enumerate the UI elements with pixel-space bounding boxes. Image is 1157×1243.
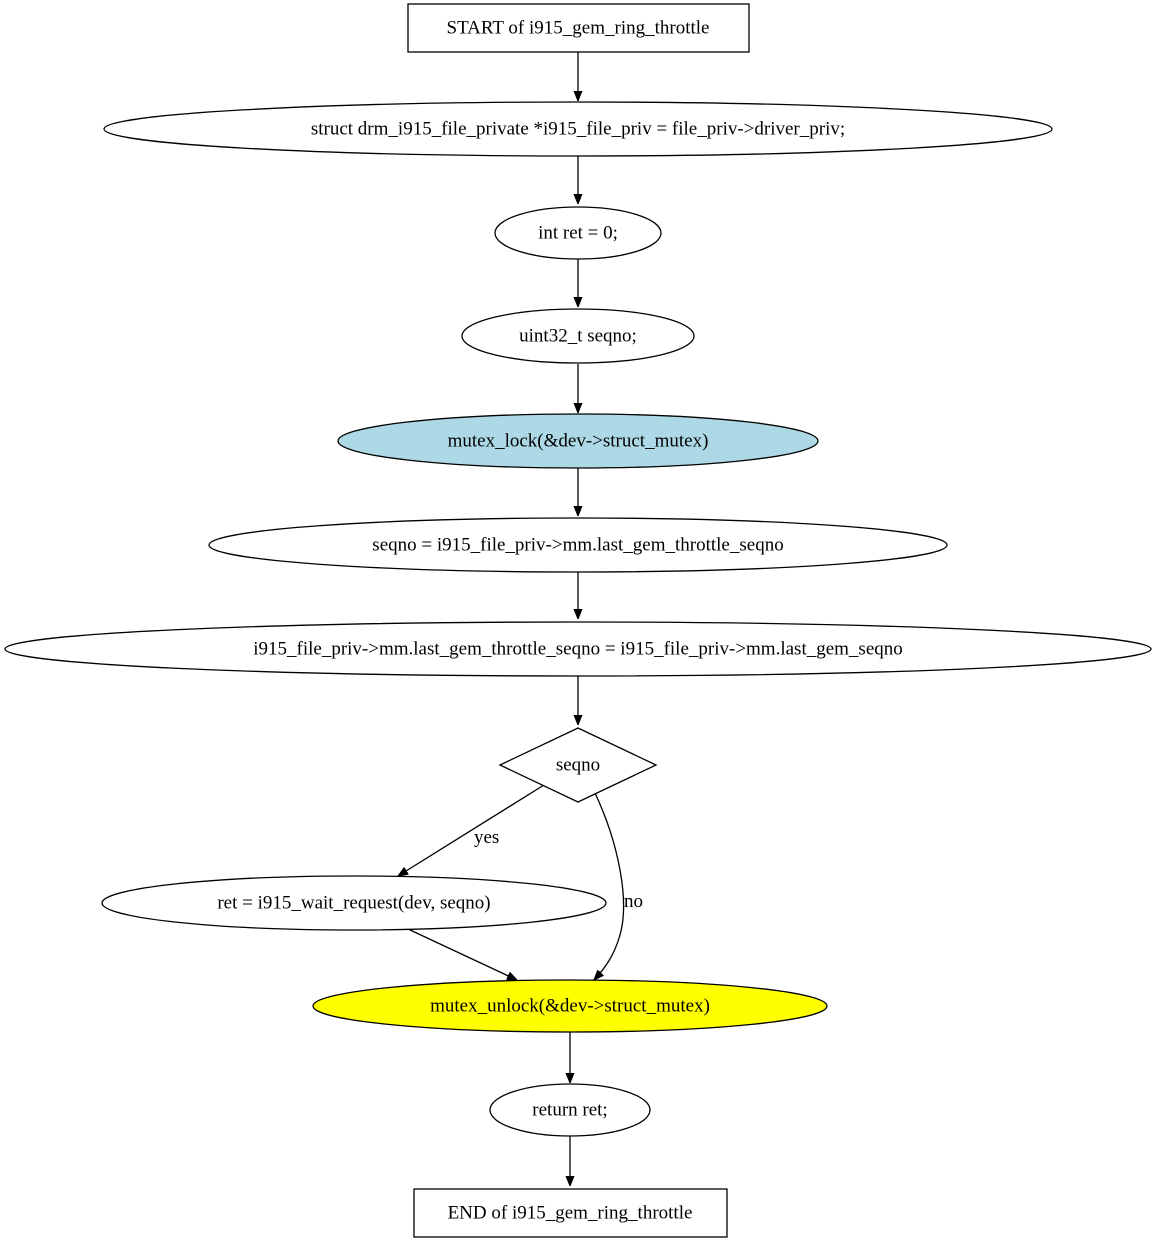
node-wait-request: ret = i915_wait_request(dev, seqno) <box>101 875 607 931</box>
assign-seqno-ellipse <box>208 517 948 573</box>
assign-throttle-ellipse <box>4 621 1152 677</box>
edge-label-yes: yes <box>474 827 499 848</box>
cond-seqno-diamond <box>498 727 658 803</box>
node-cond-seqno: seqno <box>498 727 658 803</box>
node-end: END of i915_gem_ring_throttle <box>413 1188 728 1238</box>
decl-ret-ellipse <box>494 206 662 260</box>
edge-wait-request-to-mutex-unlock <box>407 928 517 981</box>
return-ret-ellipse <box>489 1083 651 1137</box>
node-assign-throttle: i915_file_priv->mm.last_gem_throttle_seq… <box>4 621 1152 677</box>
edge-cond-seqno-no <box>594 792 625 980</box>
return-ret-label: return ret; <box>532 1100 607 1121</box>
node-mutex-lock: mutex_lock(&dev->struct_mutex) <box>337 413 819 469</box>
node-return-ret: return ret; <box>489 1083 651 1137</box>
decl-seqno-label: uint32_t seqno; <box>519 326 637 347</box>
decl-file-priv-ellipse <box>103 101 1053 157</box>
node-decl-seqno: uint32_t seqno; <box>461 308 695 364</box>
start-box <box>407 3 750 53</box>
edge-cond-seqno-yes <box>398 784 545 876</box>
decl-seqno-ellipse <box>461 308 695 364</box>
assign-throttle-label: i915_file_priv->mm.last_gem_throttle_seq… <box>253 639 903 660</box>
node-decl-file-priv: struct drm_i915_file_private *i915_file_… <box>103 101 1053 157</box>
node-mutex-unlock: mutex_unlock(&dev->struct_mutex) <box>312 979 828 1033</box>
assign-seqno-label: seqno = i915_file_priv->mm.last_gem_thro… <box>372 535 783 556</box>
node-start: START of i915_gem_ring_throttle <box>407 3 750 53</box>
cond-seqno-label: seqno <box>556 755 600 776</box>
decl-file-priv-label: struct drm_i915_file_private *i915_file_… <box>311 119 845 140</box>
mutex-lock-ellipse <box>337 413 819 469</box>
end-box <box>413 1188 728 1238</box>
edges <box>398 52 625 1186</box>
node-decl-ret: int ret = 0; <box>494 206 662 260</box>
end-label: END of i915_gem_ring_throttle <box>448 1203 693 1224</box>
wait-request-ellipse <box>101 875 607 931</box>
mutex-unlock-ellipse <box>312 979 828 1033</box>
wait-request-label: ret = i915_wait_request(dev, seqno) <box>217 893 490 914</box>
edge-label-no: no <box>624 891 643 912</box>
mutex-unlock-label: mutex_unlock(&dev->struct_mutex) <box>430 996 710 1017</box>
decl-ret-label: int ret = 0; <box>538 223 618 244</box>
start-label: START of i915_gem_ring_throttle <box>447 18 710 39</box>
mutex-lock-label: mutex_lock(&dev->struct_mutex) <box>448 431 709 452</box>
node-assign-seqno: seqno = i915_file_priv->mm.last_gem_thro… <box>208 517 948 573</box>
